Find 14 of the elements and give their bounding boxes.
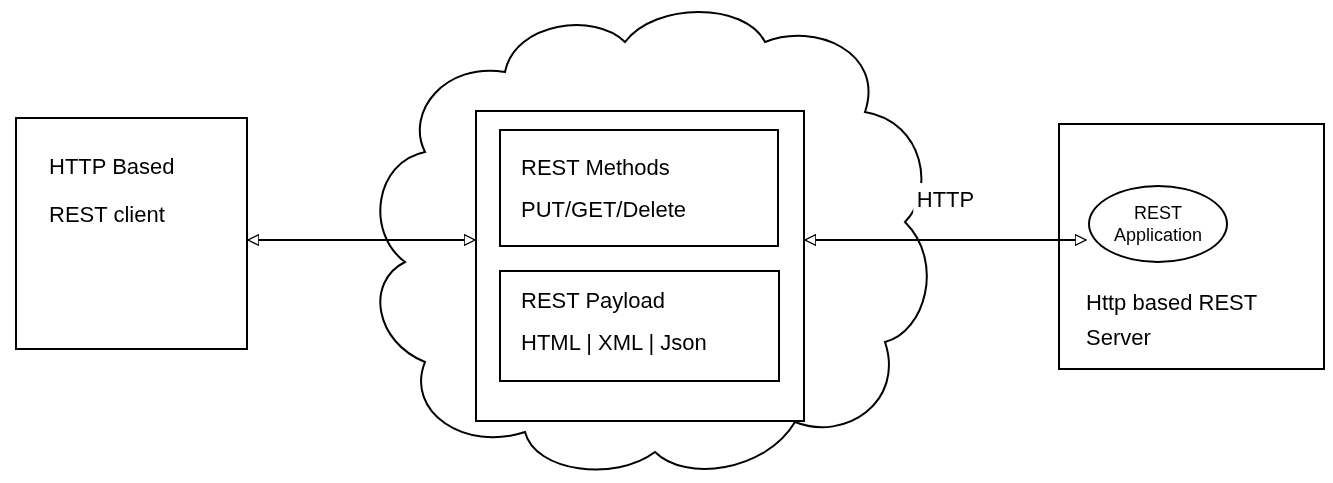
server-box bbox=[1058, 123, 1325, 370]
double-arrow bbox=[804, 234, 1087, 246]
node-label: HTTP Based REST client bbox=[49, 153, 176, 230]
container-box bbox=[475, 110, 805, 422]
methods-box bbox=[499, 129, 779, 247]
payload-box bbox=[499, 270, 780, 382]
node-label: Http based REST Server bbox=[1086, 289, 1258, 353]
client-box bbox=[15, 117, 248, 350]
node-label: HTML | XML | Json bbox=[521, 328, 708, 357]
node-label: REST Application bbox=[1112, 201, 1204, 247]
node-label: REST Methods bbox=[521, 154, 671, 182]
node-label: PUT/GET/Delete bbox=[521, 195, 688, 224]
double-arrow bbox=[247, 234, 476, 246]
node-label: REST Payload bbox=[521, 287, 666, 315]
